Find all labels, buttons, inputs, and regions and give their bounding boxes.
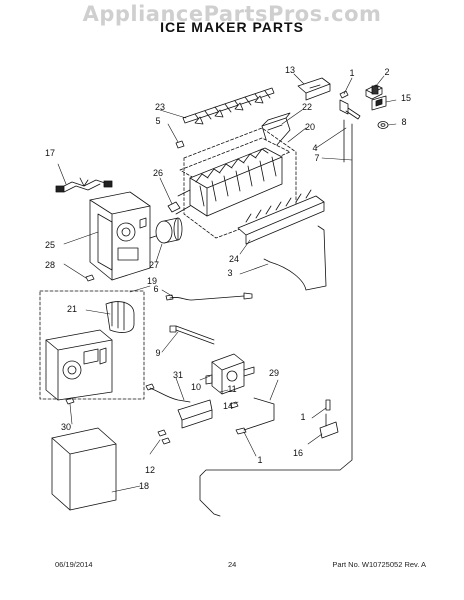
screw-12-b [161, 437, 171, 445]
water-line-tube [199, 123, 353, 517]
callout-23: 23 [155, 102, 165, 112]
page-title: ICE MAKER PARTS [160, 19, 304, 35]
module-outline [39, 290, 145, 400]
control-housing [89, 191, 151, 281]
callout-16: 16 [293, 448, 303, 458]
callout-30: 30 [61, 422, 71, 432]
callout-13: 13 [285, 65, 295, 75]
wire-harness [263, 225, 327, 291]
fill-tube-bracket [339, 99, 361, 120]
callout-6: 6 [153, 284, 158, 294]
callout-1: 1 [257, 455, 262, 465]
callout-9: 9 [155, 348, 160, 358]
motor [149, 217, 183, 244]
screw-14 [229, 401, 239, 409]
cover-box [51, 427, 117, 511]
connector-harness [55, 177, 113, 193]
wire [149, 387, 191, 403]
ice-mold [175, 137, 291, 217]
sensor-wire [165, 292, 253, 301]
callout-27: 27 [149, 260, 159, 270]
lead-wire-terminal [235, 427, 247, 435]
screw-12-a [157, 429, 167, 437]
footer-page-number: 24 [228, 560, 237, 569]
gasket [377, 121, 389, 129]
watermark: AppliancePartsPros.com [82, 2, 382, 26]
water-valve [205, 353, 255, 395]
fill-cup [261, 112, 291, 147]
callout-1: 1 [349, 68, 354, 78]
callout-14: 14 [223, 401, 233, 411]
callout-20: 20 [305, 122, 315, 132]
callout-28: 28 [45, 260, 55, 270]
callout-12: 12 [145, 465, 155, 475]
leader-lines [57, 73, 397, 493]
callout-25: 25 [45, 240, 55, 250]
callout-10: 10 [191, 382, 201, 392]
control-module [45, 329, 113, 401]
callout-1: 1 [300, 412, 305, 422]
callout-4: 4 [312, 143, 317, 153]
rake-assembly [237, 189, 325, 245]
fitting [167, 201, 181, 213]
callout-21: 21 [67, 304, 77, 314]
callout-22: 22 [302, 102, 312, 112]
callout-17: 17 [45, 148, 55, 158]
footer-part-number: Part No. W10725052 Rev. A [332, 560, 426, 569]
callout-5: 5 [155, 116, 160, 126]
tube [169, 325, 215, 345]
motor-cover [105, 301, 135, 333]
callout-8: 8 [401, 117, 406, 127]
housing-screw [85, 274, 95, 282]
footer-date: 06/19/2014 [55, 560, 93, 569]
callout-26: 26 [153, 168, 163, 178]
callout-7: 7 [314, 153, 319, 163]
valve-bracket [177, 399, 213, 429]
callout-18: 18 [139, 481, 149, 491]
bracket-cover [297, 77, 331, 101]
wire-clip [145, 383, 155, 391]
callout-15: 15 [401, 93, 411, 103]
retainer-bracket [371, 95, 387, 111]
ejector-shaft [182, 87, 275, 125]
screw-top [339, 90, 349, 99]
callout-2: 2 [384, 67, 389, 77]
callout-24: 24 [229, 254, 239, 264]
bushing [365, 84, 383, 100]
callout-19: 19 [147, 276, 157, 286]
screw [175, 140, 185, 149]
screw-lower [325, 399, 331, 411]
callout-31: 31 [173, 370, 183, 380]
callout-3: 3 [227, 268, 232, 278]
callout-29: 29 [269, 368, 279, 378]
tube-clamp [319, 413, 339, 439]
callout-11: 11 [227, 384, 236, 394]
lead-wire [243, 397, 275, 431]
module-screw [65, 397, 75, 405]
